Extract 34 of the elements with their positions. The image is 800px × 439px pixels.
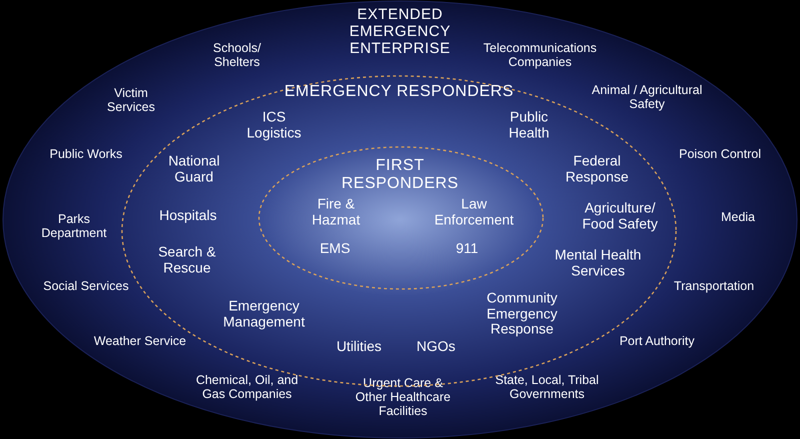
- zone-label: Schools/ Shelters: [212, 41, 262, 69]
- zone-label: Search & Rescue: [157, 244, 217, 276]
- zone-label: Hospitals: [158, 208, 218, 224]
- zone-label: Telecommunications Companies: [482, 41, 598, 69]
- zone-label: Public Health: [508, 109, 550, 141]
- zone-label: Federal Response: [564, 153, 630, 185]
- zone-label: Utilities: [335, 339, 383, 355]
- zone-title: FIRST RESPONDERS: [340, 157, 460, 193]
- zone-label: NGOs: [416, 339, 456, 355]
- zone-label: Media: [720, 210, 756, 224]
- zone-label: ICS Logistics: [246, 109, 302, 141]
- zone-label: Poison Control: [678, 147, 762, 161]
- zone-label: Fire & Hazmat: [310, 196, 362, 228]
- zone-label: Law Enforcement: [433, 196, 515, 228]
- zone-label: State, Local, Tribal Governments: [494, 373, 600, 401]
- ellipse-zone: [258, 146, 544, 290]
- zone-label: Weather Service: [92, 334, 188, 348]
- zone-label: Port Authority: [618, 334, 696, 348]
- zone-label: Public Works: [48, 147, 124, 161]
- zone-label: Community Emergency Response: [486, 290, 558, 338]
- zone-label: Mental Health Services: [554, 247, 642, 279]
- zone-label: Emergency Management: [222, 298, 306, 330]
- zone-label: Victim Services: [106, 86, 156, 114]
- zone-label: Parks Department: [40, 212, 108, 240]
- zone-label: Animal / Agricultural Safety: [590, 83, 704, 111]
- zone-label: EMS: [318, 241, 352, 257]
- zone-label: National Guard: [167, 153, 221, 185]
- zone-label: Transportation: [672, 279, 756, 293]
- zone-label: Agriculture/ Food Safety: [581, 200, 659, 232]
- zone-label: Chemical, Oil, and Gas Companies: [194, 373, 300, 401]
- zone-label: Social Services: [42, 279, 130, 293]
- zone-label: 911: [454, 241, 480, 257]
- zone-title: EMERGENCY RESPONDERS: [283, 83, 515, 101]
- zone-title: EXTENDED EMERGENCY ENTERPRISE: [348, 6, 452, 58]
